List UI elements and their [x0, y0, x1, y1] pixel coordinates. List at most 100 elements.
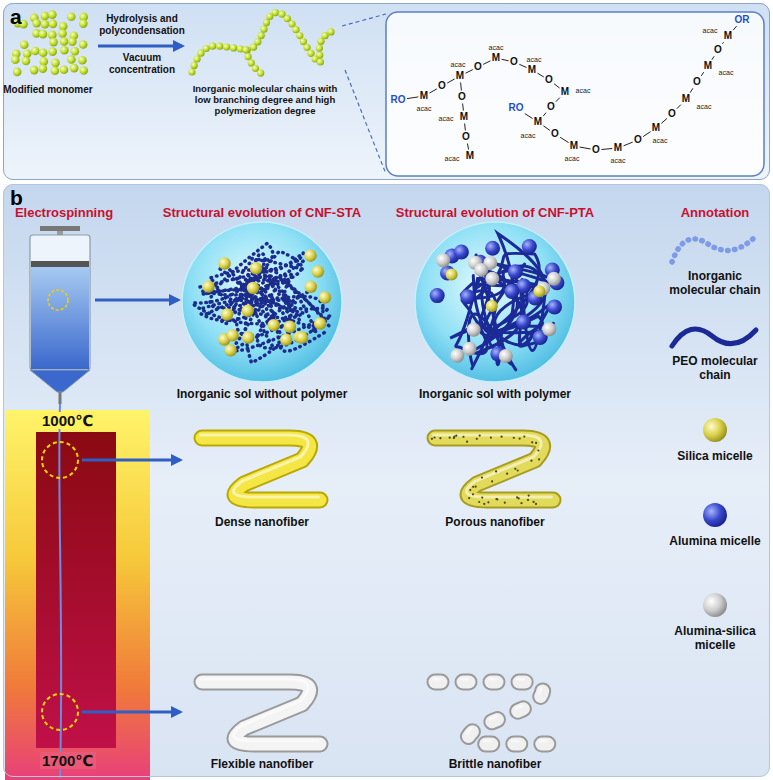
ligand-label: acac: [611, 157, 626, 164]
chain-dot-guide: [192, 12, 336, 72]
monomer-dot: [30, 66, 39, 75]
chemical-bond: [661, 118, 667, 123]
silica-micelle: [486, 300, 498, 312]
atom-label: M: [420, 91, 428, 101]
chemical-bond: [643, 132, 651, 137]
monomer-dot: [68, 37, 77, 46]
chain-dot: [263, 19, 270, 26]
alumina-micelle: [485, 241, 500, 256]
atom-label: M: [528, 65, 536, 75]
monomer-dot: [71, 47, 80, 56]
legend-icons-part: [672, 236, 756, 262]
fiber-outline: [202, 682, 320, 744]
ligand-label: acac: [576, 87, 591, 94]
chemical-bond: [543, 113, 546, 117]
monomer-dot: [60, 66, 69, 75]
alumina-silica-micelle: [450, 349, 464, 363]
arrow-label: Hydrolysis and polycondensation: [92, 13, 192, 36]
chain-dot: [203, 45, 210, 52]
chemical-bond: [460, 83, 462, 91]
column-heading: Structural evolution of CNF-PTA: [380, 206, 610, 221]
fiber-outline: [435, 438, 553, 500]
pore: [506, 473, 508, 475]
monomer-dot: [13, 68, 22, 77]
pore: [453, 437, 455, 439]
zoom-circle: [42, 694, 78, 730]
monomer-dot: [51, 59, 60, 68]
chain-dot: [292, 26, 299, 33]
monomer-dot: [20, 40, 29, 49]
chain-dot: [216, 43, 223, 50]
furnace-part: [36, 432, 116, 748]
monomer-cluster: [11, 10, 88, 76]
end-group-label: OR: [735, 15, 750, 25]
alumina-micelle: [508, 264, 523, 279]
chemical-bond: [525, 114, 533, 119]
chemical-bond: [466, 70, 473, 74]
pore: [478, 501, 480, 503]
ligand-label: acac: [489, 44, 504, 51]
pore: [490, 437, 492, 439]
process-arrow: [82, 459, 180, 462]
chemical-bond: [677, 105, 681, 109]
chain-dot: [296, 32, 303, 39]
fiber-body: [435, 682, 553, 744]
pore: [531, 441, 533, 443]
chain-dot: [223, 43, 230, 50]
chemical-bond: [543, 126, 550, 131]
chemical-bond: [624, 142, 633, 146]
syringe-part: [31, 266, 89, 369]
caption: Inorganic molecular chains with low bran…: [185, 84, 345, 117]
nanofiber: [201, 679, 321, 744]
molecular-chain: [188, 9, 336, 77]
monomer-dot: [80, 66, 89, 75]
fiber-highlight: [201, 435, 319, 497]
legend-label: PEO molecular chain: [672, 354, 757, 382]
monomer-dot: [58, 29, 67, 38]
monomer-dot: [60, 46, 69, 55]
alumina-silica-micelle: [463, 342, 477, 356]
pore: [462, 436, 464, 438]
chemical-bond: [556, 98, 560, 102]
pore: [439, 437, 441, 439]
pore: [433, 436, 435, 438]
chain-dot: [317, 58, 324, 65]
alumina-silica-micelle: [467, 323, 481, 337]
monomer-dot: [51, 67, 60, 76]
atom-label: O: [462, 132, 470, 142]
legend-icons-part: [703, 593, 727, 617]
ligand-label: acac: [439, 115, 454, 122]
monomer-dot: [79, 40, 88, 49]
pore: [519, 438, 521, 440]
panel: b: [3, 184, 770, 777]
atom-label: M: [534, 117, 542, 127]
legend-text: Alumina-silica micelle: [663, 625, 767, 653]
pore: [472, 486, 474, 488]
atom-label: O: [693, 77, 701, 87]
atom-label: M: [704, 61, 712, 71]
silica-micelle: [280, 333, 292, 345]
caption: Inorganic sol with polymer: [385, 388, 605, 402]
legend-label: Alumina micelle: [669, 534, 760, 548]
chain-dot: [242, 46, 249, 53]
pore: [530, 460, 532, 462]
silica-micelle: [221, 308, 233, 320]
pore: [523, 436, 525, 438]
silica-micelle: [226, 329, 238, 341]
atom-label: O: [592, 145, 600, 155]
atom-label: O: [438, 81, 446, 91]
atom-label: O: [545, 75, 553, 85]
alumina-micelle: [547, 299, 562, 314]
end-group-label: RO: [391, 95, 406, 105]
caption: Brittle nanofiber: [395, 758, 595, 772]
monomer-dot: [39, 30, 48, 39]
syringe-part: [30, 235, 90, 370]
caption: Dense nanofiber: [162, 516, 362, 530]
monomer-dot: [79, 19, 88, 28]
fiber-highlight: [434, 679, 552, 741]
nanofiber: [201, 435, 321, 500]
atom-label: M: [456, 71, 464, 81]
ligand-label: acac: [527, 56, 542, 63]
